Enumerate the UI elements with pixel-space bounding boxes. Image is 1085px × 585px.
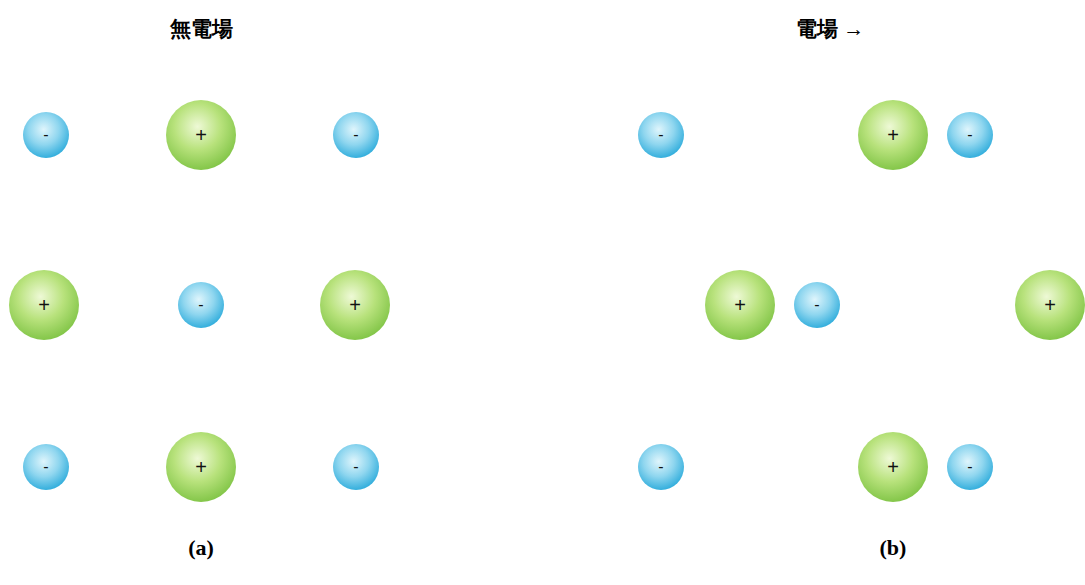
cation-circle: + (166, 432, 236, 502)
cation-circle: + (320, 270, 390, 340)
panel-heading: 無電場 (170, 17, 233, 42)
anion-circle: - (947, 112, 993, 158)
anion-circle: - (947, 444, 993, 490)
charge-sign: + (195, 457, 207, 477)
charge-sign: + (1044, 295, 1056, 315)
cation-circle: + (858, 432, 928, 502)
charge-sign: - (658, 127, 663, 143)
charge-sign: + (734, 295, 746, 315)
charge-sign: - (43, 127, 48, 143)
charge-sign: - (353, 459, 358, 475)
cation-circle: + (166, 100, 236, 170)
cation-circle: + (1015, 270, 1085, 340)
cation-circle: + (705, 270, 775, 340)
panel-tag: (b) (880, 535, 907, 561)
charge-sign: + (195, 125, 207, 145)
panel-tag: (a) (188, 535, 214, 561)
charge-sign: - (43, 459, 48, 475)
charge-sign: - (814, 297, 819, 313)
anion-circle: - (638, 112, 684, 158)
charge-sign: - (967, 459, 972, 475)
anion-circle: - (23, 112, 69, 158)
charge-sign: + (887, 457, 899, 477)
anion-circle: - (794, 282, 840, 328)
charge-sign: + (349, 295, 361, 315)
anion-circle: - (638, 444, 684, 490)
cation-circle: + (9, 270, 79, 340)
anion-circle: - (333, 112, 379, 158)
charge-sign: + (38, 295, 50, 315)
panel-heading: 電場 → (796, 17, 864, 42)
anion-circle: - (178, 282, 224, 328)
anion-circle: - (23, 444, 69, 490)
charge-sign: - (353, 127, 358, 143)
charge-sign: - (658, 459, 663, 475)
charge-sign: - (967, 127, 972, 143)
anion-circle: - (333, 444, 379, 490)
cation-circle: + (858, 100, 928, 170)
charge-sign: + (887, 125, 899, 145)
charge-sign: - (198, 297, 203, 313)
